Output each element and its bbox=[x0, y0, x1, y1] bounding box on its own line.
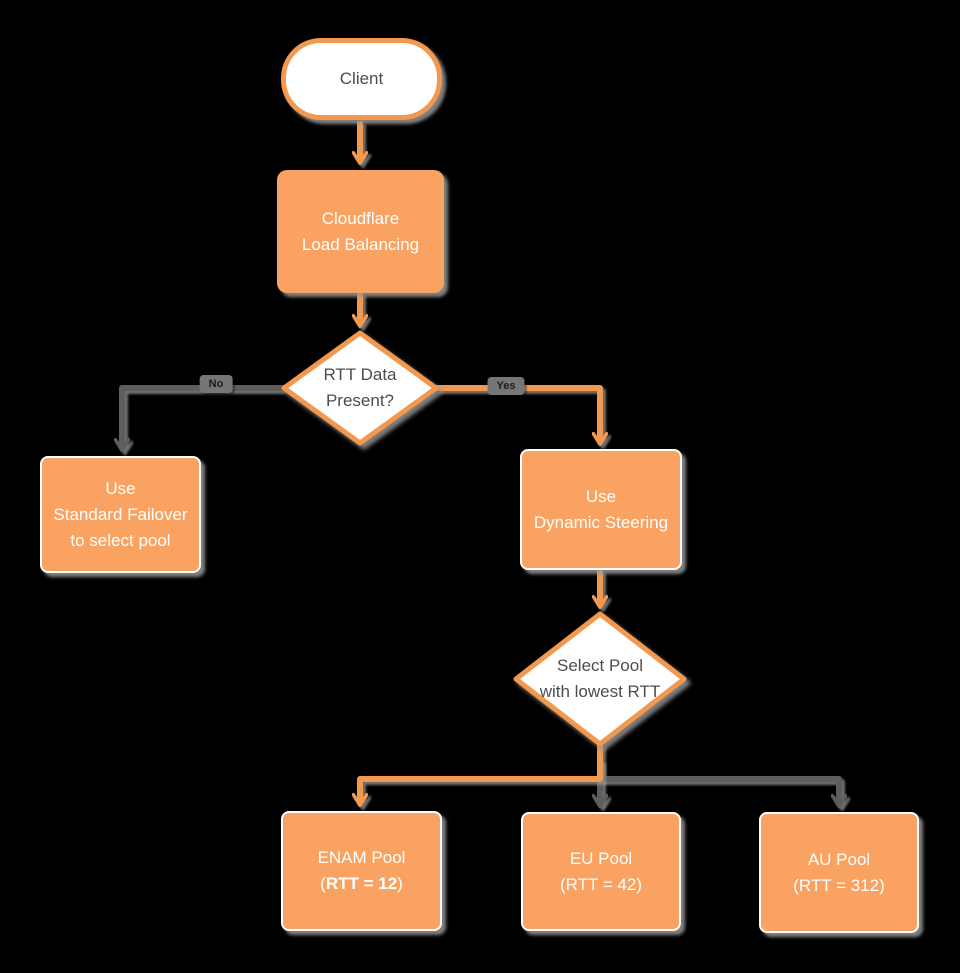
node-label-line: (RTT = 42) bbox=[559, 874, 643, 894]
node-label-line: Load Balancing bbox=[301, 234, 420, 254]
node-select-pool-lowest-rtt: Select Pool with lowest RTT bbox=[516, 614, 684, 744]
node-label-line: Cloudflare bbox=[321, 208, 400, 228]
node-au-pool: AU Pool (RTT = 312) bbox=[759, 812, 919, 933]
node-client: Client bbox=[281, 38, 442, 120]
node-shape-select-pool-lowest-rtt bbox=[513, 611, 687, 747]
edge-pool-select-to-enam bbox=[360, 744, 603, 804]
node-label-line: EU Pool bbox=[569, 848, 633, 868]
node-label-line: ENAM Pool bbox=[317, 848, 406, 867]
edge-rtt-yes-branch bbox=[436, 385, 600, 443]
edge-pool-select-to-au bbox=[600, 776, 839, 805]
node-shape-rtt-data-present bbox=[281, 330, 439, 446]
node-label-line: (RTT = 12) bbox=[320, 874, 403, 893]
node-label-line: Dynamic Steering bbox=[533, 512, 669, 532]
edge-label-yes: Yes bbox=[487, 377, 525, 395]
node-label-line: Present? bbox=[325, 391, 395, 410]
node-label-line: Use bbox=[105, 478, 136, 498]
edge-label-no: No bbox=[199, 375, 233, 393]
edge-rtt-no-branch bbox=[122, 385, 284, 449]
node-enam-pool: ENAM Pool (RTT = 12) bbox=[281, 811, 442, 931]
node-label-line: AU Pool bbox=[807, 849, 871, 869]
node-eu-pool: EU Pool (RTT = 42) bbox=[521, 812, 681, 931]
node-label-line: (RTT = 312) bbox=[793, 875, 885, 895]
node-label-line: Standard Failover bbox=[53, 504, 188, 524]
node-label-line: with lowest RTT bbox=[539, 682, 661, 701]
node-label-line: Client bbox=[339, 69, 384, 88]
node-label-line: Use bbox=[585, 486, 617, 506]
node-label-line: to select pool bbox=[70, 530, 171, 550]
node-label-line: RTT Data bbox=[323, 365, 397, 384]
node-label-line: Select Pool bbox=[557, 656, 643, 675]
